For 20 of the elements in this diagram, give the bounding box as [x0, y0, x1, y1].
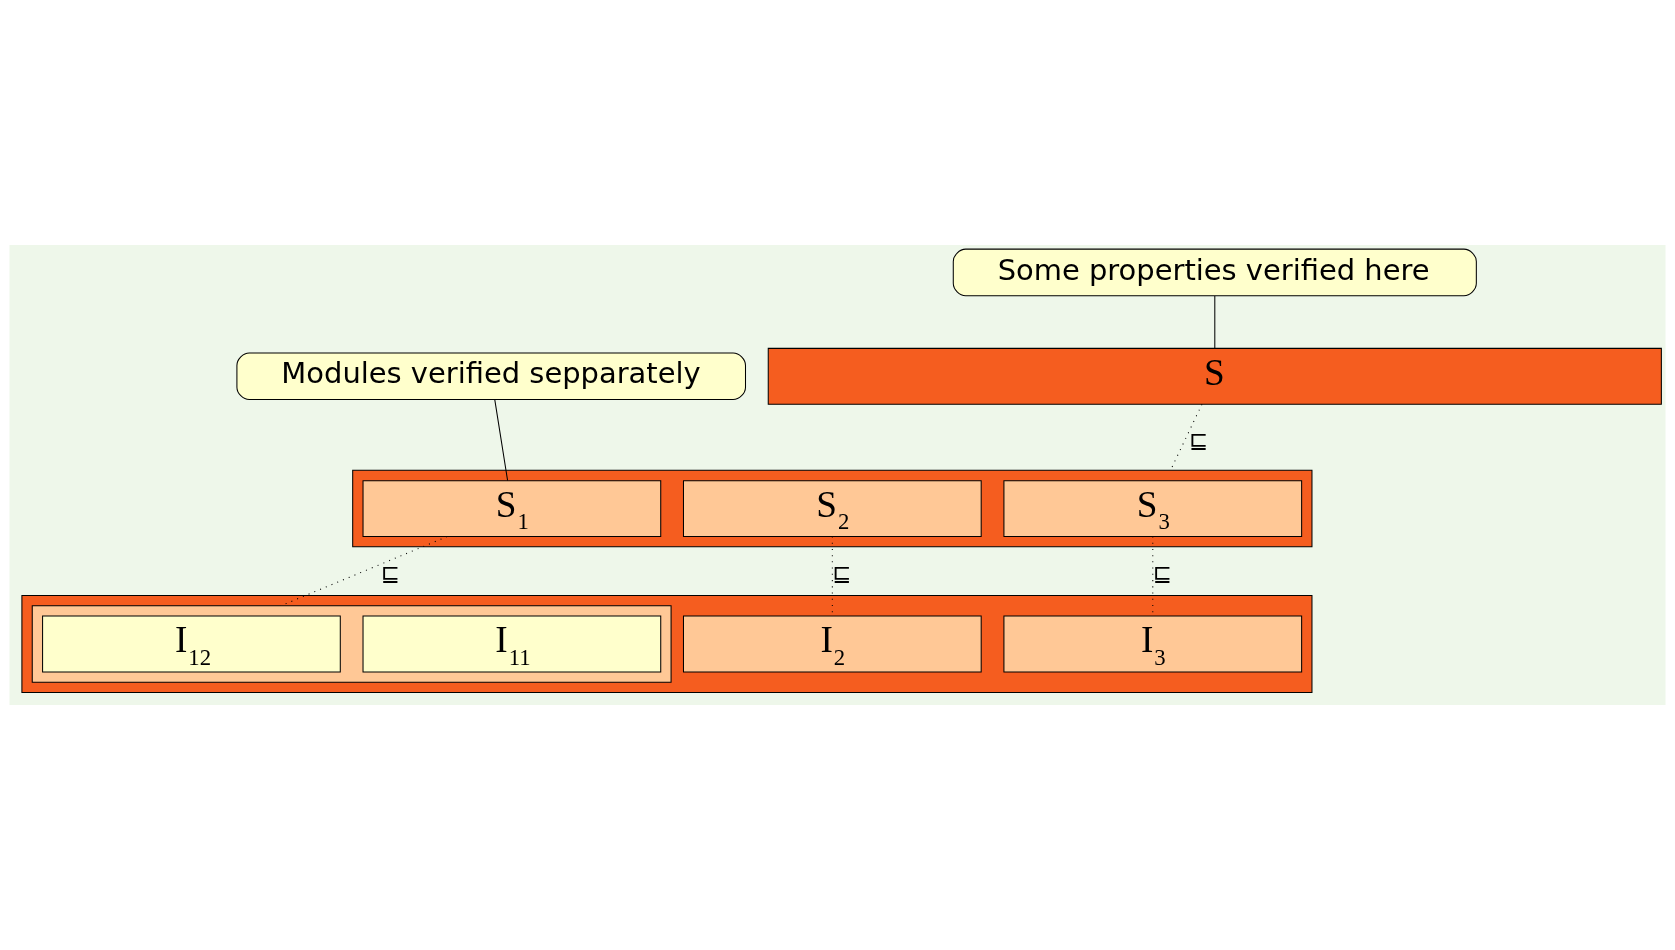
- cluster: [21, 594, 1313, 694]
- connector: [1170, 403, 1203, 471]
- node-box: S$_{3}$: [1003, 480, 1303, 538]
- node-box: I$_{12}$: [42, 615, 341, 673]
- connector: [1214, 295, 1216, 349]
- node-box: S$_{2}$: [682, 480, 982, 538]
- node-box: I$_{11}$: [362, 615, 662, 673]
- connector: [494, 399, 509, 482]
- edge-label: ⊑: [1153, 559, 1173, 586]
- node-box: Some properties verified here: [952, 248, 1477, 297]
- node-box: I$_{2}$: [682, 615, 982, 673]
- edge-label: ⊑: [832, 559, 852, 586]
- node-box: S$_{1}$: [362, 480, 662, 538]
- node-box: S: [767, 347, 1662, 405]
- cluster: [31, 605, 672, 683]
- edge-label: ⊑: [1189, 427, 1209, 454]
- node-box: Modules verified sepparately: [236, 352, 746, 401]
- edge-label: ⊑: [380, 559, 400, 586]
- cluster: [352, 469, 1313, 548]
- node-box: I$_{3}$: [1003, 615, 1303, 673]
